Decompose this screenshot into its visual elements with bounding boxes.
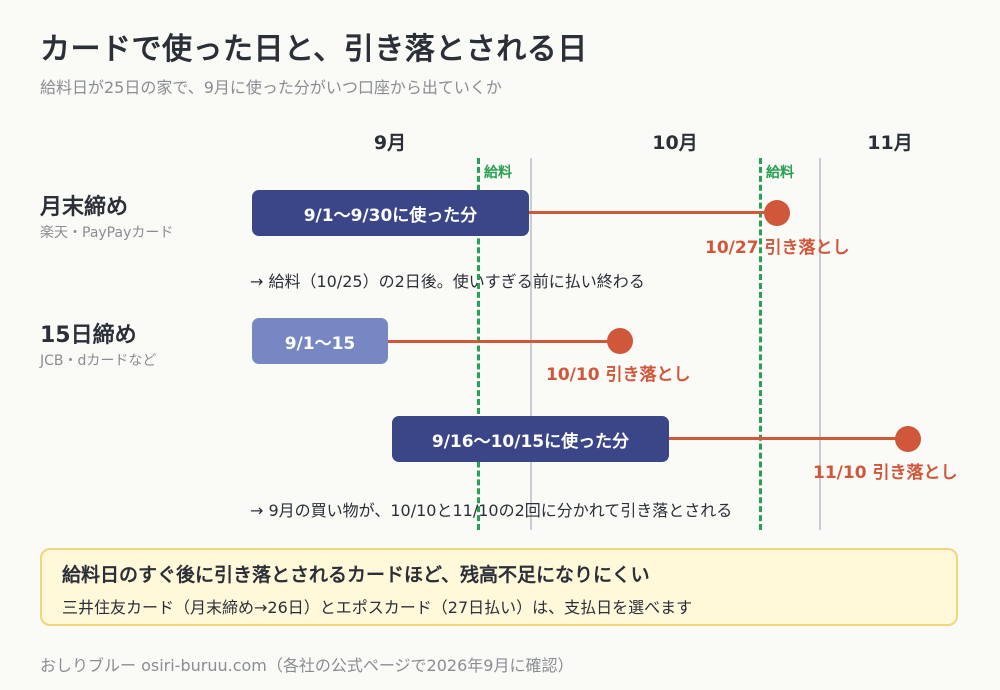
callout-body: 三井住友カード（月末締め→26日）とエポスカード（27日払い）は、支払日を選べま…	[62, 598, 693, 617]
connector-line	[668, 437, 908, 440]
row-title-15th: 15日締め	[40, 323, 137, 348]
page-subtitle: 給料日が25日の家で、9月に使った分がいつ口座から出ていくか	[40, 78, 502, 97]
withdrawal-dot	[607, 328, 633, 354]
usage-period-bar: 9/1〜15	[252, 318, 388, 364]
footer-credit: おしりブルー osiri-buruu.com（各社の公式ページで2026年9月に…	[40, 656, 574, 675]
payday-label: 給料	[484, 165, 512, 181]
usage-period-label: 9/1〜9/30に使った分	[303, 205, 478, 226]
withdrawal-dot	[895, 426, 921, 452]
payday-line-oct	[759, 158, 762, 530]
row-title-month-end: 月末締め	[40, 195, 129, 220]
row-subtitle-15th: JCB・dカードなど	[40, 353, 157, 369]
month-label-oct: 10月	[652, 132, 698, 154]
row-subtitle-month-end: 楽天・PayPayカード	[40, 225, 174, 241]
month-label-sep: 9月	[373, 132, 407, 154]
usage-period-bar: 9/16〜10/15に使った分	[392, 416, 669, 462]
page-title: カードで使った日と、引き落とされる日	[40, 32, 588, 67]
tip-callout: 給料日のすぐ後に引き落とされるカードほど、残高不足になりにくい 三井住友カード（…	[40, 548, 958, 626]
month-boundary-line	[819, 158, 821, 530]
usage-period-label: 9/16〜10/15に使った分	[431, 431, 630, 452]
withdrawal-date-label: 10/27 引き落とし	[705, 238, 850, 258]
usage-period-label: 9/1〜15	[284, 333, 356, 354]
callout-title: 給料日のすぐ後に引き落とされるカードほど、残高不足になりにくい	[62, 564, 650, 586]
connector-line	[388, 340, 620, 343]
row-note: → 9月の買い物が、10/10と11/10の2回に分かれて引き落とされる	[250, 501, 733, 520]
connector-line	[528, 211, 776, 214]
withdrawal-date-label: 10/10 引き落とし	[546, 365, 691, 385]
payday-line-sep	[477, 158, 480, 530]
month-boundary-line	[530, 158, 532, 530]
withdrawal-date-label: 11/10 引き落とし	[813, 463, 958, 483]
payday-label: 給料	[766, 165, 794, 181]
row-note: → 給料（10/25）の2日後。使いすぎる前に払い終わる	[250, 272, 645, 291]
usage-period-bar: 9/1〜9/30に使った分	[252, 190, 529, 236]
withdrawal-dot	[764, 200, 790, 226]
month-label-nov: 11月	[867, 132, 913, 154]
